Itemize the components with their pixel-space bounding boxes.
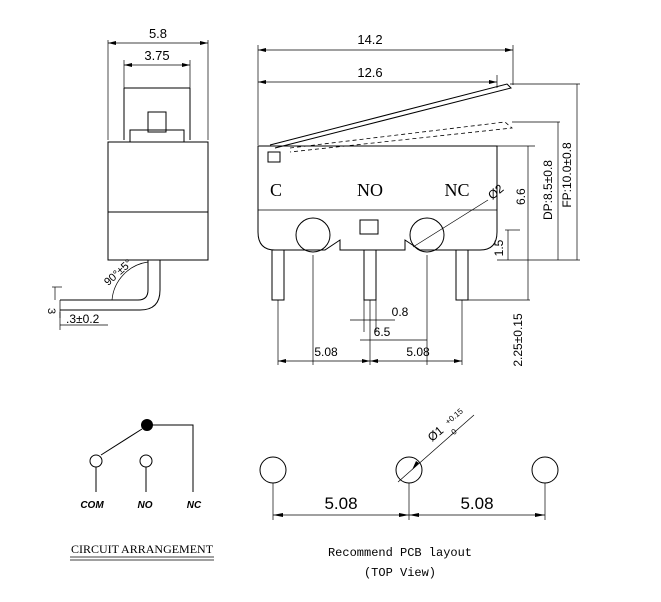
front-dim-total-length: 14.2: [357, 32, 382, 47]
side-dim-tab-side: 3: [45, 308, 57, 314]
pcb-caption-line2: (TOP View): [364, 566, 436, 580]
side-dim-angle: 90°±5°: [102, 257, 135, 288]
front-dim-hole-offset: 1.5: [492, 239, 506, 256]
front-dim-pitch-left: 5.08: [314, 345, 338, 359]
pcb-pitch-right: 5.08: [460, 494, 493, 513]
front-dim-fp: FP:10.0±0.8: [560, 142, 574, 208]
front-dim-body-length: 12.6: [357, 65, 382, 80]
label-no: NO: [357, 180, 383, 200]
circuit-nc-label: NC: [187, 500, 202, 511]
circuit-com-label: COM: [80, 500, 104, 511]
side-view: 5.8 3.75 90°±5° .3±0.2 3: [45, 26, 209, 330]
side-dim-width-inner: 3.75: [144, 48, 169, 63]
side-dim-tab-thickness: .3±0.2: [66, 312, 100, 326]
circuit-no-label: NO: [138, 500, 153, 511]
front-view: 14.2 12.6 C NO NC Ø2 6: [257, 32, 580, 367]
front-dim-pin-length: 2.25±0.15: [511, 313, 525, 367]
label-c: C: [270, 180, 282, 200]
front-dim-pitch-right: 5.08: [406, 345, 430, 359]
front-dim-hole-dia: Ø2: [485, 181, 507, 202]
pcb-hole-dia-main: Ø1: [425, 423, 447, 444]
circuit-arrangement: COM NO NC CIRCUIT ARRANGEMENT: [70, 419, 214, 561]
pcb-hole-tol-plus: +0.15: [444, 406, 466, 426]
front-dim-pin-width: 0.8: [392, 305, 409, 319]
side-dim-width-outer: 5.8: [149, 26, 167, 41]
pcb-caption-line1: Recommend PCB layout: [328, 546, 472, 560]
pcb-pitch-left: 5.08: [324, 494, 357, 513]
front-dim-pin-spacing-a: 6.5: [374, 325, 391, 339]
circuit-title: CIRCUIT ARRANGEMENT: [71, 542, 214, 556]
front-dim-dp: DP:8.5±0.8: [541, 160, 555, 220]
pcb-hole-tol-minus: -0: [448, 427, 460, 439]
label-nc: NC: [444, 180, 469, 200]
pcb-layout: 5.08 5.08 Ø1 +0.15 -0 Recommend PCB layo…: [259, 406, 559, 580]
front-dim-height: 6.6: [514, 188, 528, 205]
